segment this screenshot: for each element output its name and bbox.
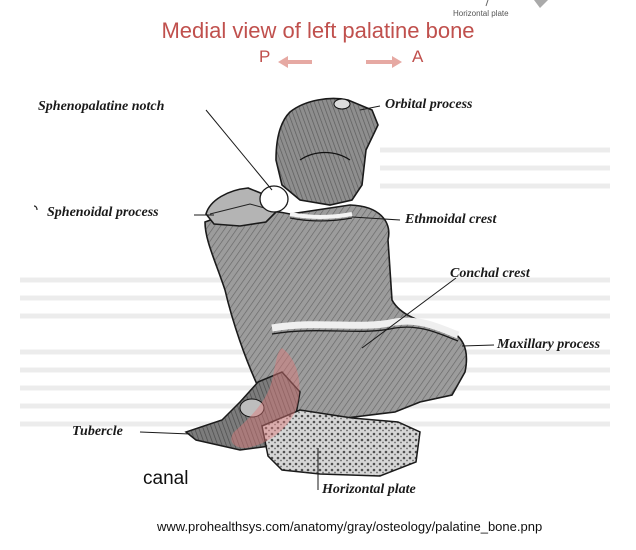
label-maxillary-process: Maxillary process — [497, 337, 601, 352]
horizontal-plate-shape — [261, 409, 421, 477]
page-title: Medial view of left palatine bone — [161, 18, 475, 43]
leader-orbital-process — [359, 105, 381, 111]
corner-fragment — [534, 0, 548, 8]
anterior-arrow — [366, 56, 402, 68]
anterior-label: A — [412, 47, 424, 66]
label-sphenopalatine-notch: Sphenopalatine notch — [38, 99, 165, 114]
leader-ethmoidal-crest — [351, 216, 401, 221]
canal-annotation: canal — [143, 468, 189, 489]
leader-maxillary-process — [461, 344, 495, 347]
leader-lines — [139, 105, 495, 490]
label-conchal-crest: Conchal crest — [450, 266, 530, 281]
sphenopalatine-notch-shape — [259, 185, 289, 213]
label-ethmoidal-crest: Ethmoidal crest — [405, 212, 497, 227]
leader-tubercle — [139, 431, 191, 435]
label-horizontal-plate: Horizontal plate — [322, 482, 416, 497]
leader-sphenopalatine-notch — [205, 109, 273, 191]
label-sphenoidal-process: Sphenoidal process — [47, 205, 159, 220]
posterior-arrow — [278, 56, 312, 68]
orbital-process-shape — [275, 97, 379, 206]
stray-mark — [33, 205, 38, 211]
canal-highlight — [231, 348, 300, 448]
leader-conchal-crest — [361, 277, 457, 349]
ethmoidal-crest-ridge — [289, 212, 353, 219]
source-url: www.prohealthsys.com/anatomy/gray/osteol… — [157, 519, 543, 534]
label-orbital-process: Orbital process — [385, 97, 473, 112]
corner-fragment-line — [485, 0, 489, 7]
posterior-label: P — [259, 47, 271, 66]
conchal-crest-ridge — [271, 317, 460, 339]
label-tubercle: Tubercle — [72, 424, 123, 439]
corner-label: Horizontal plate — [453, 9, 509, 18]
